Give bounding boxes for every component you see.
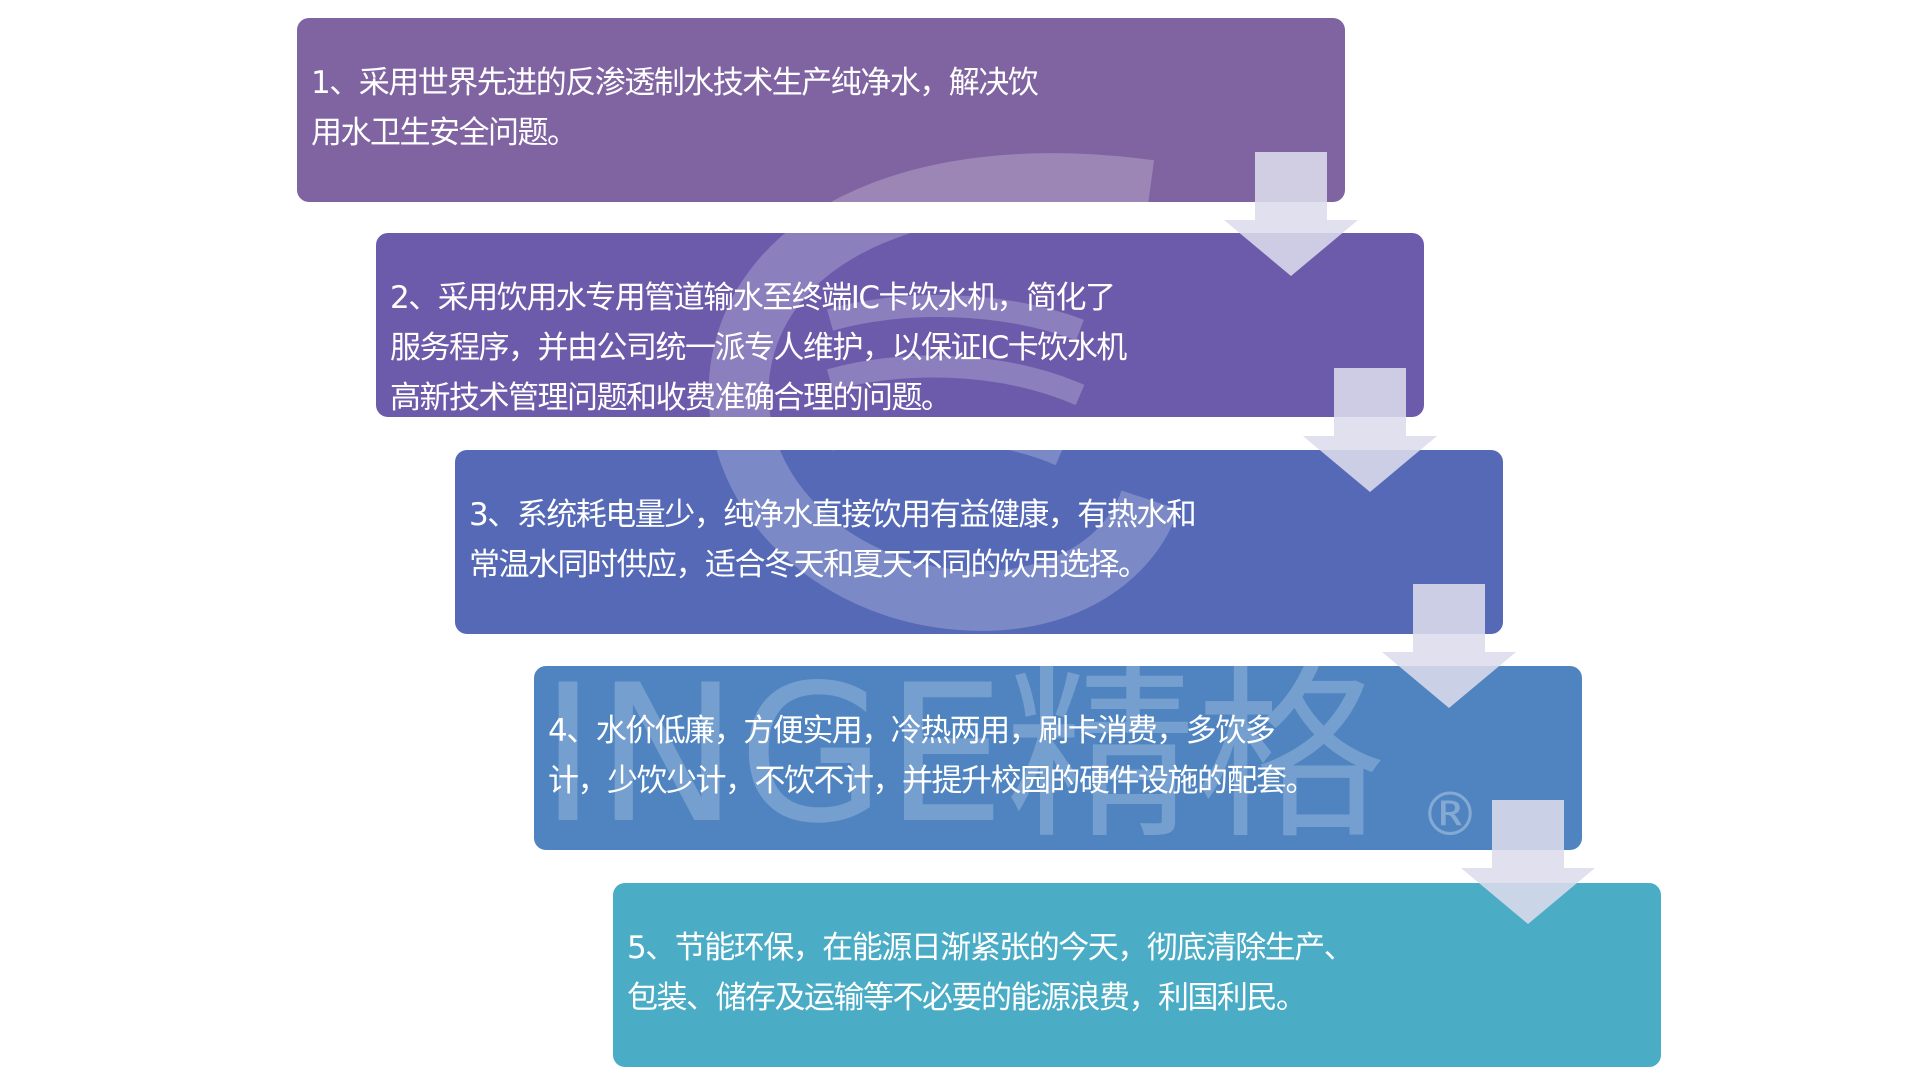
down-arrow-icon [1224, 152, 1358, 276]
step-4-box: 4、水价低廉，方便实用，冷热两用，刷卡消费，多饮多 计，少饮少计，不饮不计，并提… [534, 666, 1582, 850]
down-arrow-icon [1303, 368, 1437, 492]
step-3-text: 3、系统耗电量少，纯净水直接饮用有益健康，有热水和 常温水同时供应，适合冬天和夏… [469, 497, 1197, 583]
down-arrow-icon [1461, 800, 1595, 924]
step-3-box: 3、系统耗电量少，纯净水直接饮用有益健康，有热水和 常温水同时供应，适合冬天和夏… [455, 450, 1503, 634]
step-5-text: 5、节能环保，在能源日渐紧张的今天，彻底清除生产、 包装、储存及运输等不必要的能… [627, 930, 1355, 1016]
step-2-box: 2、采用饮用水专用管道输水至终端IC卡饮水机，简化了 服务程序，并由公司统一派专… [376, 233, 1424, 417]
step-4-text: 4、水价低廉，方便实用，冷热两用，刷卡消费，多饮多 计，少饮少计，不饮不计，并提… [548, 713, 1317, 799]
step-1-text: 1、采用世界先进的反渗透制水技术生产纯净水，解决饮 用水卫生安全问题。 [311, 65, 1039, 151]
step-1-box: 1、采用世界先进的反渗透制水技术生产纯净水，解决饮 用水卫生安全问题。 [297, 18, 1345, 202]
step-5-box: 5、节能环保，在能源日渐紧张的今天，彻底清除生产、 包装、储存及运输等不必要的能… [613, 883, 1661, 1067]
step-2-text: 2、采用饮用水专用管道输水至终端IC卡饮水机，简化了 服务程序，并由公司统一派专… [390, 280, 1127, 416]
down-arrow-icon [1382, 584, 1516, 708]
